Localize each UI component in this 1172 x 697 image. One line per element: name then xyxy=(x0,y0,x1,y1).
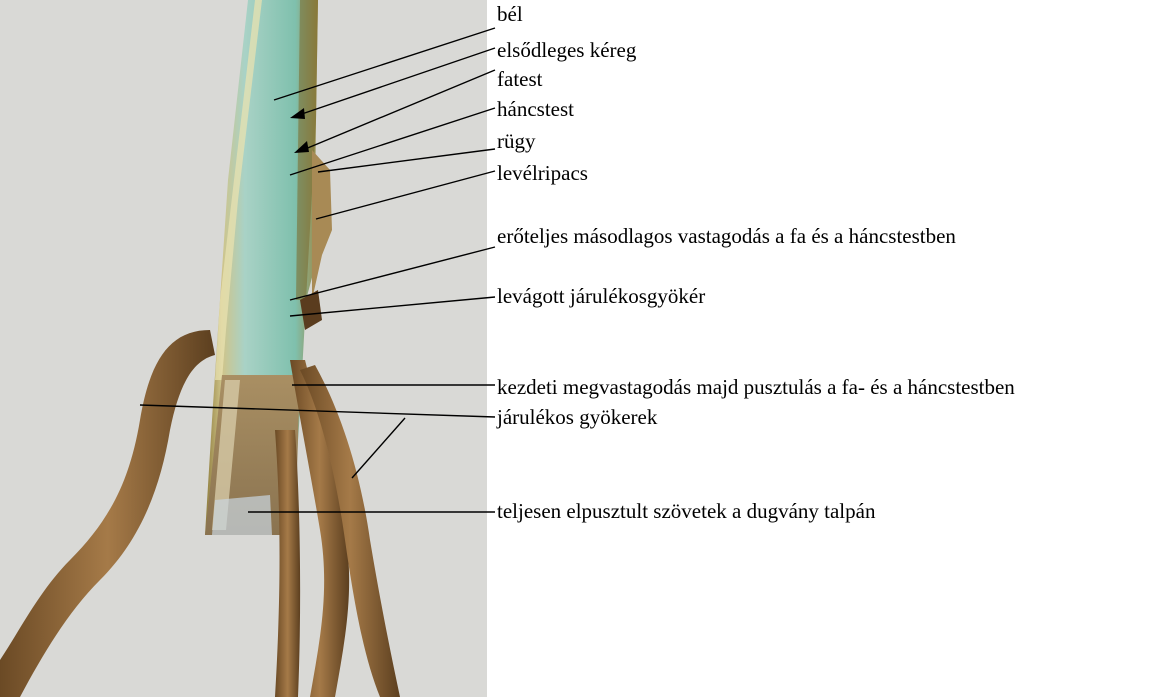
label-eroteljes-vastagodas: erőteljes másodlagos vastagodás a fa és … xyxy=(497,224,956,248)
label-levagott-jarulekosgyoker: levágott járulékosgyökér xyxy=(497,284,705,308)
label-levelripacs: levélripacs xyxy=(497,161,588,185)
label-elsodleges-kereg: elsődleges kéreg xyxy=(497,38,636,62)
label-fatest: fatest xyxy=(497,67,542,91)
label-teljesen-elpusztult: teljesen elpusztult szövetek a dugvány t… xyxy=(497,499,875,523)
label-jarulekos-gyokerek: járulékos gyökerek xyxy=(497,405,657,429)
label-hancstest: háncstest xyxy=(497,97,574,121)
label-bel: bél xyxy=(497,2,523,26)
label-rugy: rügy xyxy=(497,129,536,153)
label-kezdeti-megvastagodas: kezdeti megvastagodás majd pusztulás a f… xyxy=(497,375,1015,399)
